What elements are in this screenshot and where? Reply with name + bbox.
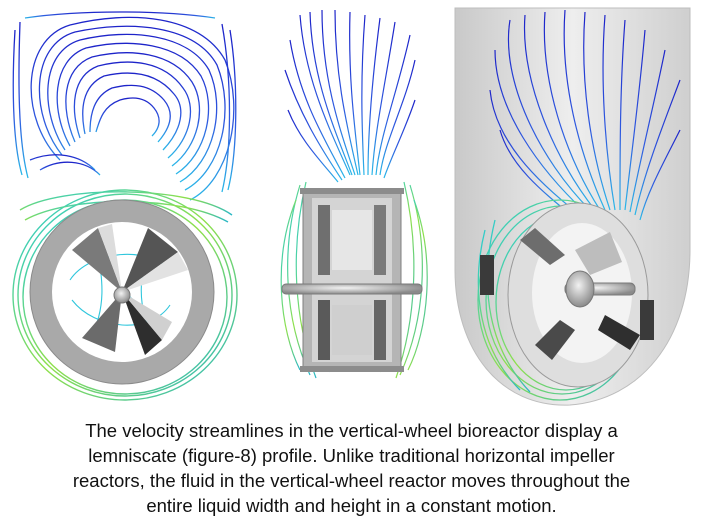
upper-plume-streamlines (489, 9, 681, 221)
caption-line-4: entire liquid width and height in a cons… (146, 495, 557, 516)
wheel-edge-on (281, 188, 423, 372)
upper-fan-streamlines (284, 9, 416, 183)
front-view (280, 9, 428, 379)
upper-circulation-streamlines (12, 11, 237, 201)
wheel-perspective (480, 202, 654, 388)
caption-line-3: reactors, the fluid in the vertical-whee… (72, 470, 631, 491)
bioreactor-figure (12, 7, 691, 406)
caption-line-2: lemniscate (figure-8) profile. Unlike tr… (88, 445, 615, 466)
figure-caption: The velocity streamlines in the vertical… (10, 418, 693, 524)
caption-line-1: The velocity streamlines in the vertical… (85, 420, 618, 441)
wheel (29, 199, 215, 385)
impeller-blades (72, 224, 188, 355)
perspective-view (454, 7, 691, 406)
side-view (12, 11, 238, 401)
